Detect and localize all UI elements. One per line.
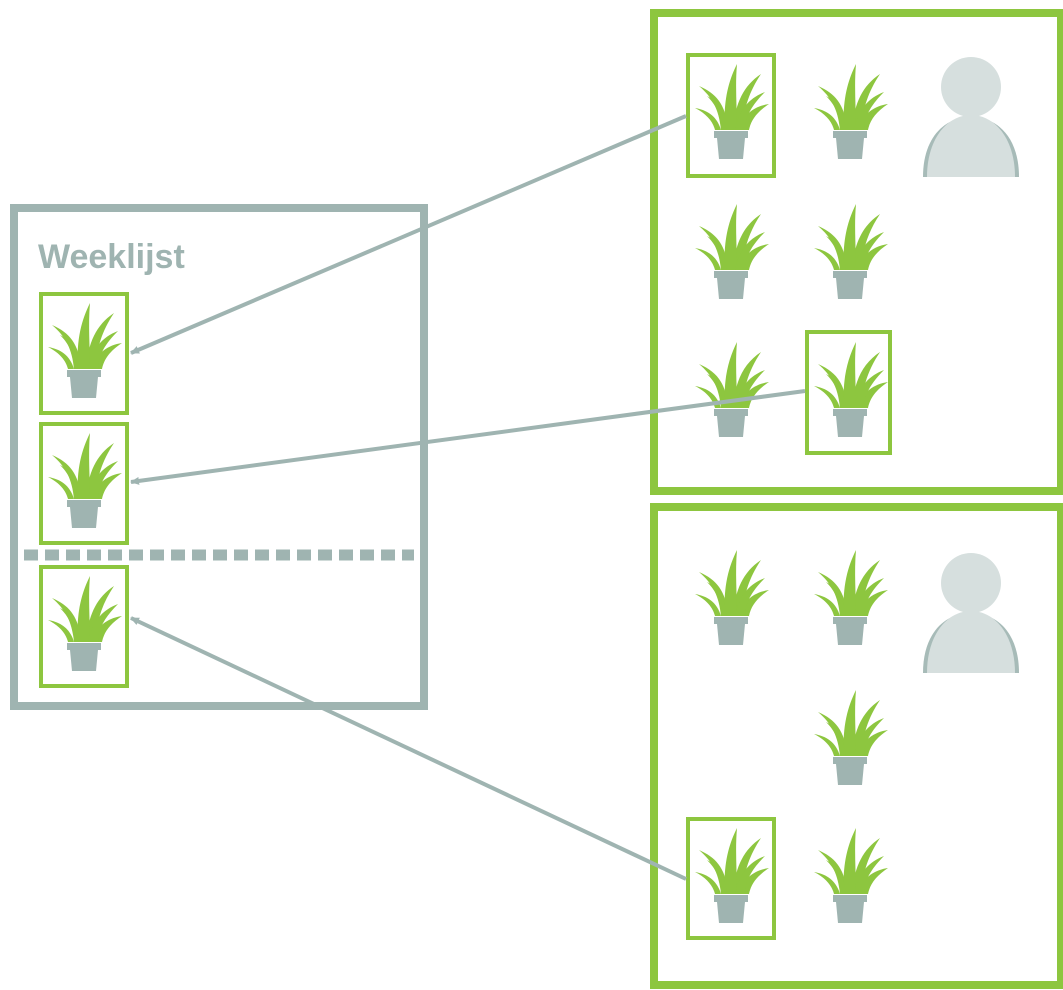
arrow-to-weeklist-item-2 xyxy=(130,389,806,485)
weeklist-item-1 xyxy=(39,292,129,415)
plant-icon xyxy=(814,550,888,645)
plant-group-1 xyxy=(650,9,1063,495)
plant-icon xyxy=(814,690,888,785)
selected-plant-frame xyxy=(686,53,776,178)
plant-icon xyxy=(814,342,888,437)
arrow-to-weeklist-item-3 xyxy=(130,616,687,881)
plant-icon xyxy=(48,433,122,528)
group-border xyxy=(650,503,1063,989)
plant-group-2 xyxy=(650,503,1063,989)
plant-icon xyxy=(695,550,769,645)
plant-icon xyxy=(814,828,888,923)
plant-icon xyxy=(48,303,122,398)
weeklist-item-2 xyxy=(39,422,129,545)
weeklist-item-frame xyxy=(39,292,129,415)
plant-icon xyxy=(814,204,888,299)
weeklist-item-frame xyxy=(39,565,129,688)
plant-icon xyxy=(695,204,769,299)
plant-icon xyxy=(695,64,769,159)
plant-icon xyxy=(695,342,769,437)
person-icon xyxy=(923,57,1019,177)
weeklist-panel: Weeklijst xyxy=(10,204,428,710)
plant-icon xyxy=(695,828,769,923)
weeklist-title: Weeklijst xyxy=(38,238,185,276)
weeklist-item-3 xyxy=(39,565,129,688)
arrow-to-weeklist-item-1 xyxy=(130,114,687,355)
arrows xyxy=(130,114,806,881)
group-border xyxy=(650,9,1063,495)
weeklist-item-frame xyxy=(39,422,129,545)
plant-icon xyxy=(814,64,888,159)
selected-plant-frame xyxy=(805,330,892,455)
plant-icon xyxy=(48,576,122,671)
person-icon xyxy=(923,553,1019,673)
selected-plant-frame xyxy=(686,817,776,940)
weeklist-border xyxy=(10,204,428,710)
